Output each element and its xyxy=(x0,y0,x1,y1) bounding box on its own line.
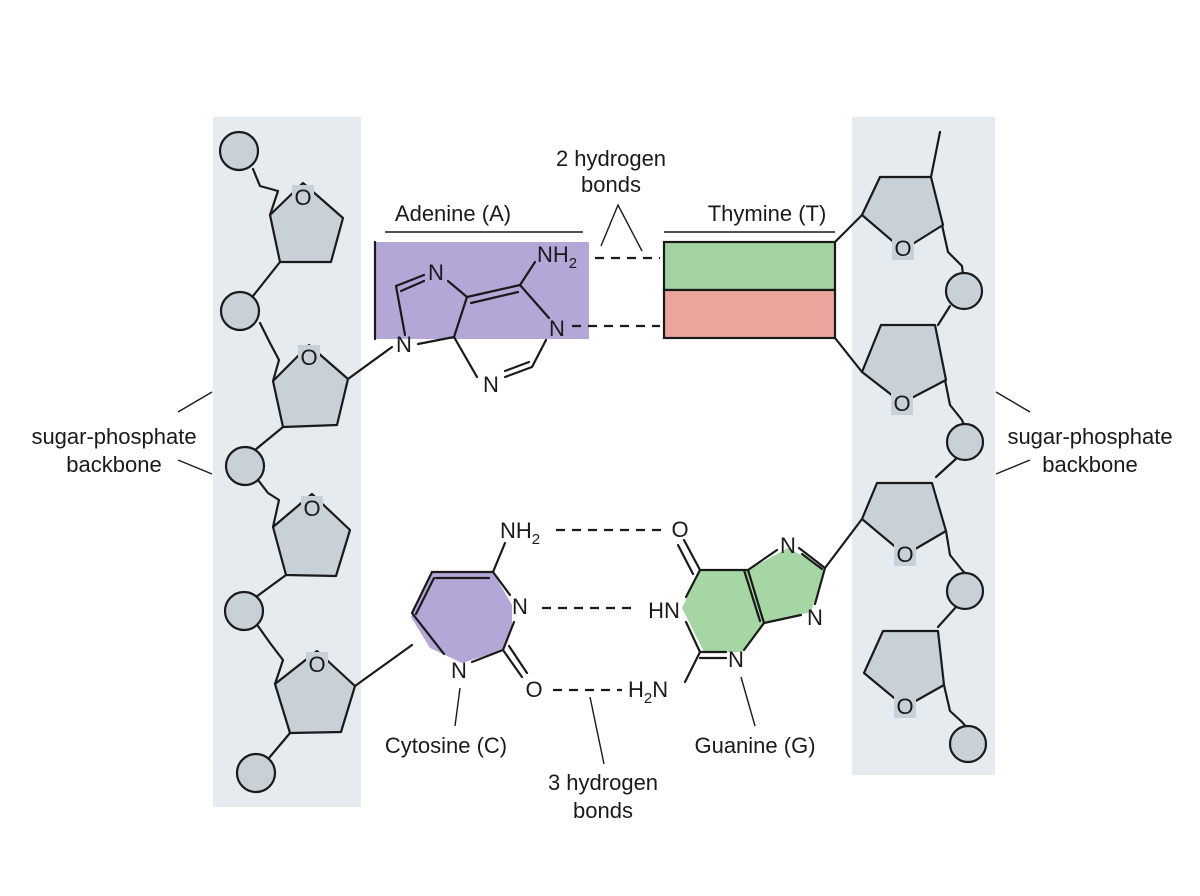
right-sugar-4 xyxy=(862,629,946,709)
left-backbone-label-line2: backbone xyxy=(66,452,161,477)
left-phosphate-3 xyxy=(224,445,266,487)
thymine-base xyxy=(662,213,864,374)
right-sugar-2-oxygen: O xyxy=(893,391,910,416)
right-sugar-2 xyxy=(860,323,948,405)
cytosine-base: N N O NH2 xyxy=(353,518,543,702)
left-phosphate-1 xyxy=(218,130,260,172)
right-backbone-strand: O O O O xyxy=(860,130,988,764)
cytosine-highlight xyxy=(411,572,512,663)
guanine-n3-label: N xyxy=(728,647,744,672)
adenine-highlight xyxy=(375,242,589,339)
guanine-base: O HN N N N H2N xyxy=(628,517,864,707)
right-phosphate-1 xyxy=(944,271,984,311)
left-phosphate-5 xyxy=(235,752,277,794)
guanine-amino-label: H2N xyxy=(628,677,668,707)
adenine-label: Adenine (A) xyxy=(395,201,511,226)
two-hydrogen-bonds-label-line1: 2 hydrogen xyxy=(556,146,666,171)
cytosine-label: Cytosine (C) xyxy=(385,733,507,758)
two-hydrogen-bonds-label-line2: bonds xyxy=(581,172,641,197)
right-sugar-1-oxygen: O xyxy=(894,236,911,261)
left-phosphate-2 xyxy=(219,290,261,332)
cytosine-carbonyl-o-label: O xyxy=(525,677,542,702)
left-sugar-4 xyxy=(273,649,357,735)
adenine-n1-label: N xyxy=(549,316,565,341)
right-sugar-3-oxygen: O xyxy=(896,542,913,567)
left-backbone-label-line1: sugar-phosphate xyxy=(31,424,196,449)
guanine-carbonyl-o-label: O xyxy=(671,517,688,542)
three-hydrogen-bonds-label-line1: 3 hydrogen xyxy=(548,770,658,795)
adenine-n7-label: N xyxy=(428,260,444,285)
left-sugar-3-oxygen: O xyxy=(303,496,320,521)
cytosine-n3-label: N xyxy=(512,594,528,619)
right-backbone-label-line2: backbone xyxy=(1042,452,1137,477)
thymine-top-box xyxy=(662,240,837,292)
thymine-label: Thymine (T) xyxy=(708,201,827,226)
right-backbone-label-line1: sugar-phosphate xyxy=(1007,424,1172,449)
cytosine-n1-label: N xyxy=(451,658,467,683)
thymine-bottom-box xyxy=(662,288,837,340)
left-phosphate-4 xyxy=(223,590,265,632)
guanine-n9-label: N xyxy=(807,605,823,630)
left-sugar-3 xyxy=(271,492,352,578)
adenine-amino-label: NH2 xyxy=(537,242,577,272)
right-sugar-3 xyxy=(860,481,948,557)
adenine-n3-label: N xyxy=(483,372,499,397)
right-phosphate-2 xyxy=(945,422,985,462)
cytosine-amino-label: NH2 xyxy=(500,518,540,548)
left-sugar-2 xyxy=(271,343,350,429)
left-sugar-2-oxygen: O xyxy=(300,345,317,370)
guanine-n1-label: HN xyxy=(648,598,680,623)
right-phosphate-4 xyxy=(948,724,988,764)
left-sugar-1-oxygen: O xyxy=(294,185,311,210)
right-sugar-1 xyxy=(860,175,945,252)
three-hydrogen-bonds-label-line2: bonds xyxy=(573,798,633,823)
adenine-base: N N N N NH2 xyxy=(346,240,589,397)
right-sugar-4-oxygen: O xyxy=(896,694,913,719)
guanine-label: Guanine (G) xyxy=(694,733,815,758)
guanine-n7-label: N xyxy=(780,533,796,558)
left-sugar-4-oxygen: O xyxy=(308,652,325,677)
right-phosphate-3 xyxy=(945,571,985,611)
adenine-n9-label: N xyxy=(396,332,412,357)
left-backbone-strand: O O O O xyxy=(218,130,357,794)
left-sugar-1 xyxy=(268,181,345,264)
